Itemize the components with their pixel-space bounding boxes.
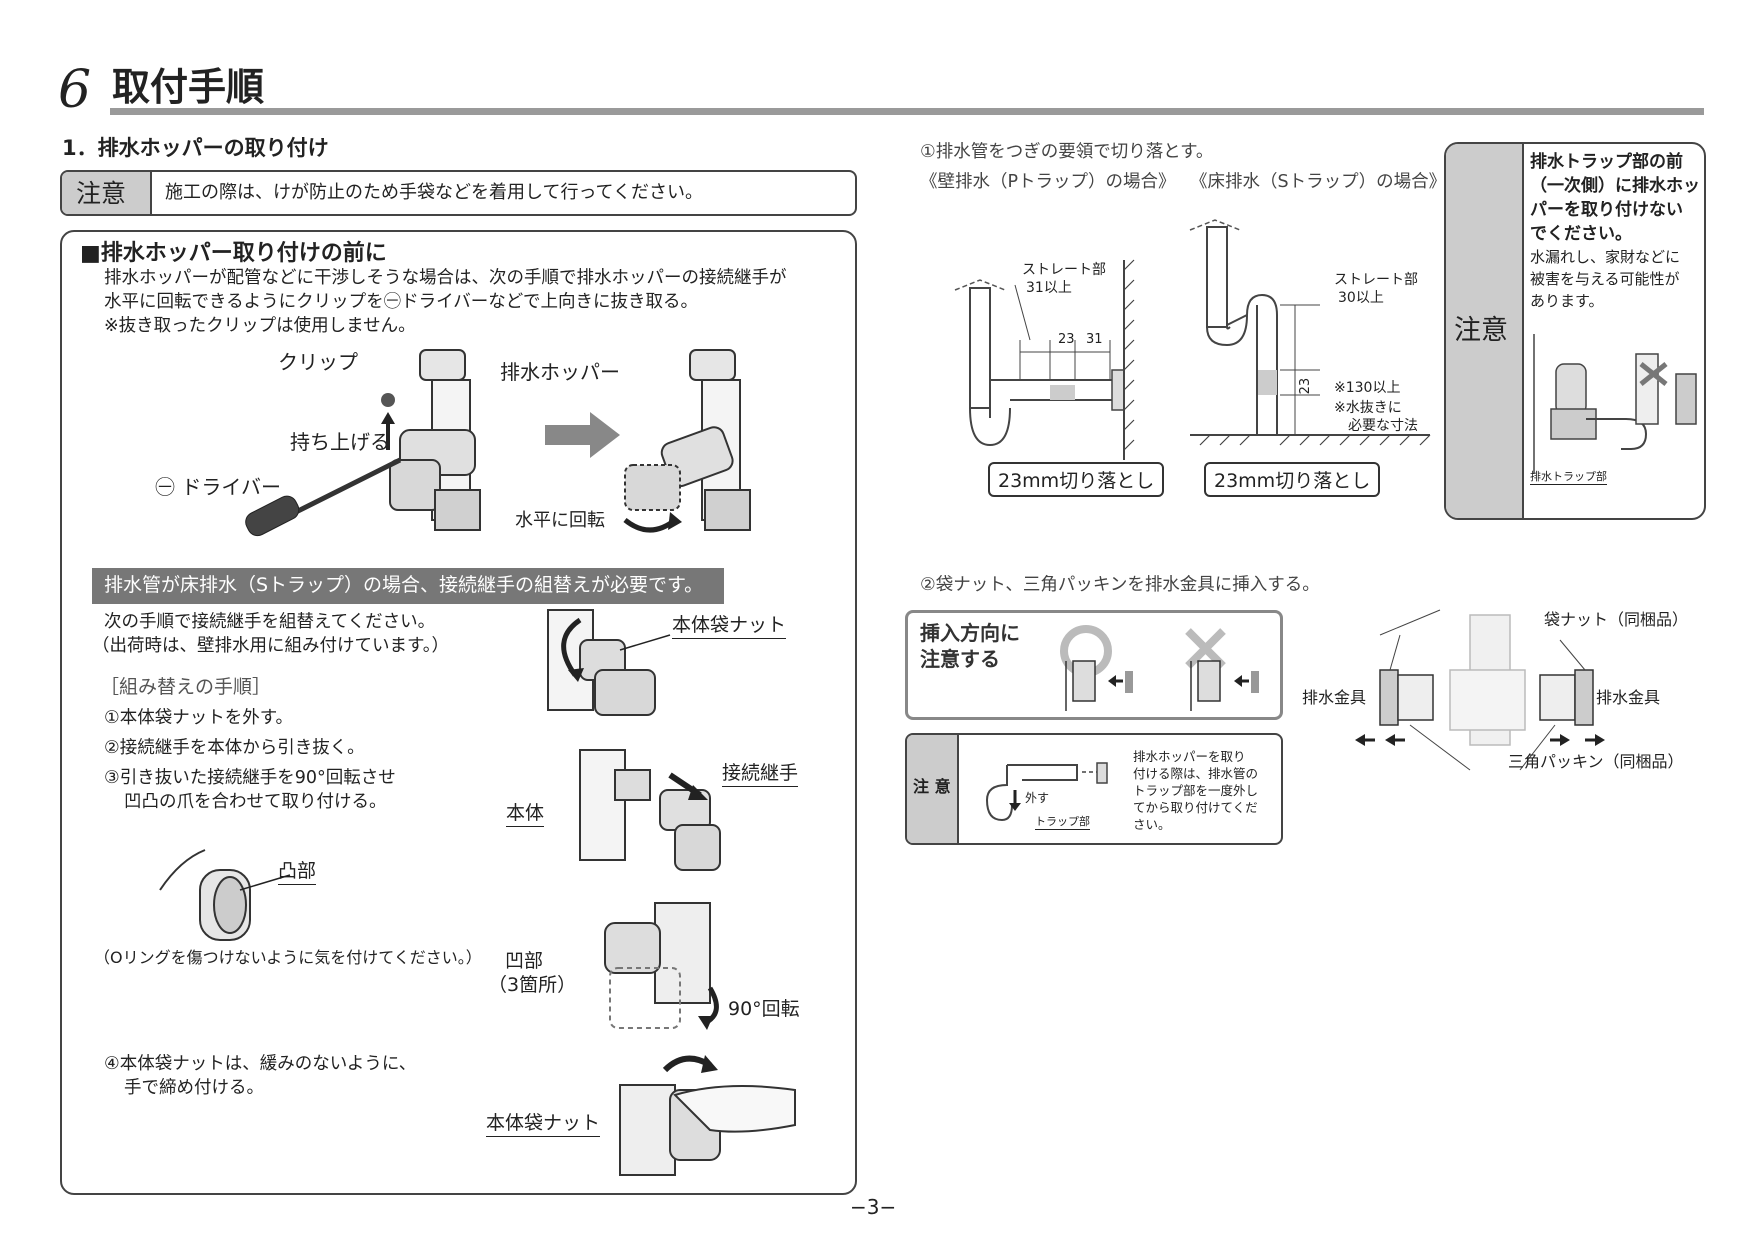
right-step2: ②袋ナット、三角パッキンを排水金具に挿入する。 bbox=[920, 575, 1320, 595]
insert-line1: 挿入方向に bbox=[920, 621, 1020, 645]
concave-figure bbox=[604, 902, 719, 1030]
label-body-nut2: 本体袋ナット bbox=[486, 1112, 601, 1137]
note-drain2: 必要な寸法 bbox=[1348, 418, 1418, 434]
trap-label: 排水トラップ部 bbox=[1530, 470, 1607, 485]
caution-small-label-bg bbox=[907, 735, 959, 843]
label-convex: 凸部 bbox=[278, 860, 317, 885]
floor-drain-title: 《床排水（Sトラップ）の場合》 bbox=[1190, 172, 1447, 192]
intro2: （出荷時は、壁排水用に組み付けています。） bbox=[92, 636, 449, 656]
insert-line2: 注意する bbox=[920, 647, 1000, 671]
page-number: −3− bbox=[850, 1195, 897, 1219]
wall-dim-23: 23 bbox=[1058, 332, 1075, 347]
before-line1: 排水ホッパーが配管などに干渉しそうな場合は、次の手順で排水ホッパーの接続継手が bbox=[104, 268, 787, 288]
caution-top-label-bg bbox=[62, 172, 152, 214]
page-title: 取付手順 bbox=[112, 65, 265, 109]
step4a: ④本体袋ナットは、緩みのないように、 bbox=[104, 1054, 417, 1074]
label-clip: クリップ bbox=[278, 350, 358, 374]
wall-straight1: ストレート部 bbox=[1022, 262, 1106, 278]
body-nut-figure bbox=[547, 609, 671, 716]
floor-straight1: ストレート部 bbox=[1334, 272, 1418, 288]
label-concave1: 凹部 bbox=[505, 950, 544, 972]
before-line2: 水平に回転できるようにクリップを㊀ドライバーなどで上向きに抜き取る。 bbox=[104, 292, 698, 312]
wall-straight2: 31以上 bbox=[1026, 280, 1072, 296]
nut-label: 袋ナット（同梱品） bbox=[1544, 610, 1689, 629]
insert-direction-box: 挿入方向に 注意する bbox=[905, 610, 1283, 720]
cut-label-floor: 23mm切り落とし bbox=[1204, 462, 1381, 497]
step3b: 凹凸の爪を合わせて取り付ける。 bbox=[124, 792, 387, 812]
packing-label: 三角パッキン（同梱品） bbox=[1508, 752, 1684, 771]
intro1: 次の手順で接続継手を組替えてください。 bbox=[104, 612, 436, 632]
step2: ②接続継手を本体から引き抜く。 bbox=[104, 738, 365, 758]
title-rule bbox=[110, 108, 1704, 115]
joint-figure bbox=[579, 749, 721, 871]
before-line3: ※抜き取ったクリップは使用しません。 bbox=[104, 316, 416, 336]
label-body: 本体 bbox=[506, 802, 545, 827]
caution-right-label-bg bbox=[1446, 144, 1524, 518]
caution-right-normal1: 水漏れし、家財などに bbox=[1530, 248, 1681, 266]
step4b: 手で締め付ける。 bbox=[124, 1078, 264, 1098]
wall-drain-title: 《壁排水（Pトラップ）の場合》 bbox=[920, 172, 1176, 192]
caution-small-label: 注 意 bbox=[913, 777, 951, 796]
caution-right-bold3: パーを取り付けない bbox=[1530, 200, 1683, 220]
fitting-left: 排水金具 bbox=[1302, 688, 1367, 707]
steps-title: ［組み替えの手順］ bbox=[100, 676, 272, 698]
caution-small-t3: トラップ部を一度外し bbox=[1133, 783, 1259, 798]
caution-small-trap: トラップ部 bbox=[1035, 815, 1090, 830]
label-joint: 接続継手 bbox=[722, 762, 799, 787]
caution-top-box: 注意 施工の際は、けが防止のため手袋などを着用して行ってください。 bbox=[60, 170, 857, 216]
wall-dim-31: 31 bbox=[1086, 332, 1103, 347]
caution-right-label: 注意 bbox=[1454, 315, 1508, 346]
label-concave2: （3箇所） bbox=[488, 974, 577, 996]
before-install-box bbox=[60, 230, 857, 1195]
floor-drain-banner bbox=[92, 568, 724, 604]
caution-right-bold4: でください。 bbox=[1530, 224, 1632, 244]
caution-right-normal3: あります。 bbox=[1530, 292, 1604, 310]
step1: ①本体袋ナットを外す。 bbox=[104, 708, 293, 728]
caution-right-normal2: 被害を与える可能性が bbox=[1530, 270, 1680, 288]
right-step1: ①排水管をつぎの要領で切り落とす。 bbox=[920, 142, 1214, 162]
caution-top-label: 注意 bbox=[76, 179, 127, 208]
caution-small-t5: さい。 bbox=[1133, 817, 1171, 832]
floor-straight2: 30以上 bbox=[1338, 290, 1384, 306]
trap-warning-figure bbox=[1533, 334, 1697, 474]
insert-ok-ng-figure bbox=[1060, 625, 1259, 711]
caution-small-t4: てから取り付けてくだ bbox=[1133, 800, 1258, 815]
note-130: ※130以上 bbox=[1334, 380, 1401, 396]
note-drain1: ※水抜きに bbox=[1334, 400, 1402, 416]
caution-small-t2: 付ける際は、排水管の bbox=[1133, 766, 1259, 781]
oring-note: （Oリングを傷つけないように気を付けてください。） bbox=[94, 948, 482, 967]
wall-drain-diagram bbox=[954, 259, 1135, 460]
hand-tighten-figure bbox=[619, 1055, 796, 1176]
label-lift: 持ち上げる bbox=[290, 430, 390, 454]
section-number: 6 bbox=[58, 60, 92, 120]
nut-packing-figure bbox=[1355, 609, 1605, 771]
caution-right-bold2: （一次側）に排水ホッ bbox=[1530, 176, 1700, 196]
caution-right-bold1: 排水トラップ部の前 bbox=[1530, 152, 1683, 172]
floor-drain-banner-text: 排水管が床排水（Sトラップ）の場合、接続継手の組替えが必要です。 bbox=[104, 574, 704, 596]
caution-small-t1: 排水ホッパーを取り bbox=[1133, 749, 1246, 764]
trap-remove-figure bbox=[985, 762, 1108, 822]
caution-small-remove: 外す bbox=[1025, 791, 1050, 805]
label-rotate-horizontal: 水平に回転 bbox=[515, 510, 605, 531]
fitting-right: 排水金具 bbox=[1596, 688, 1661, 707]
caution-small-box: 注 意 外す トラップ部 排水ホッパーを取り 付ける際は、排水管の トラップ部を… bbox=[905, 733, 1283, 845]
caution-top-text: 施工の際は、けが防止のため手袋などを着用して行ってください。 bbox=[165, 182, 704, 203]
label-hopper: 排水ホッパー bbox=[500, 360, 620, 384]
cut-label-wall: 23mm切り落とし bbox=[988, 462, 1165, 497]
label-rotate90: 90°回転 bbox=[728, 998, 800, 1020]
section1-title: 1．排水ホッパーの取り付け bbox=[62, 136, 329, 160]
caution-right-box: 注意 排水トラップ部の前 （一次側）に排水ホッ パーを取り付けない でください。… bbox=[1444, 142, 1706, 520]
clip-removal-figure bbox=[245, 349, 751, 537]
convex-figure bbox=[159, 849, 291, 941]
label-driver: ㊀ ドライバー bbox=[155, 475, 281, 499]
before-title: ■排水ホッパー取り付けの前に bbox=[80, 241, 387, 266]
floor-drain-drawing bbox=[1189, 219, 1431, 446]
floor-dim-23: 23 bbox=[1298, 377, 1314, 395]
step3a: ③引き抜いた接続継手を90°回転させ bbox=[104, 768, 396, 788]
label-body-nut: 本体袋ナット bbox=[672, 614, 787, 639]
